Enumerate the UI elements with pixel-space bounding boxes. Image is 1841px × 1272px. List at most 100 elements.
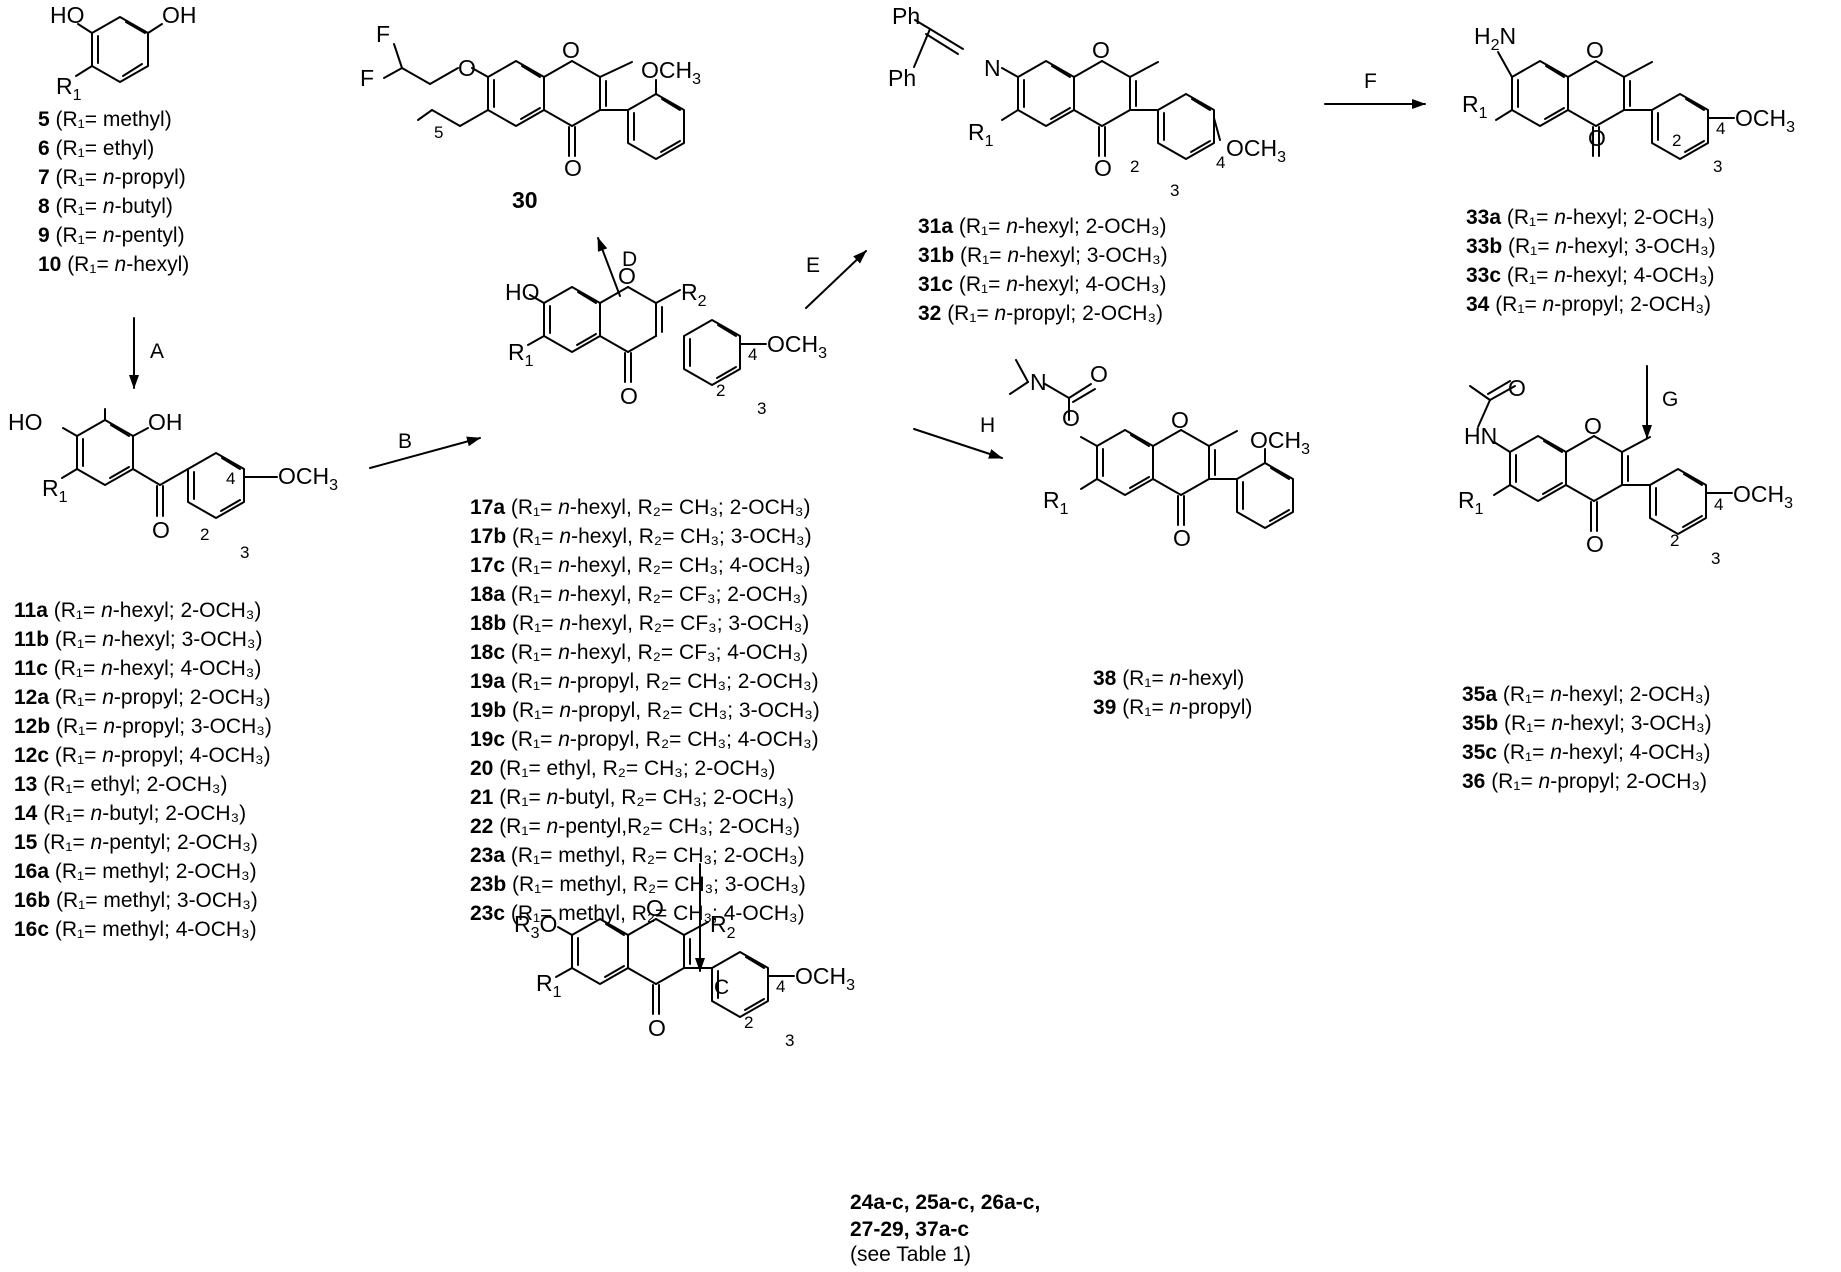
arrow-label-E: E <box>806 254 820 277</box>
atom-r1: R1 <box>42 475 68 506</box>
compound-number: 21 <box>470 786 494 809</box>
compound-entry: 14 (R₁= n-butyl; 2-OCH₃) <box>14 799 272 828</box>
atom-o: O <box>646 895 664 921</box>
compound-substituents: (R₁= n-hexyl; 2-OCH₃) <box>1497 683 1711 706</box>
atom-r1: R1 <box>508 339 534 370</box>
compound-number: 39 <box>1093 696 1117 719</box>
compound-substituents: (R₁= n-hexyl; 3-OCH₃) <box>1498 712 1712 735</box>
compound-number: 33b <box>1466 235 1503 258</box>
compound-number: 14 <box>14 802 38 825</box>
compound-entry: 23b (R₁= methyl, R₂= CH₃; 3-OCH₃) <box>470 870 820 899</box>
atom-n: N <box>984 55 1001 81</box>
compound-entry: 5 (R₁= methyl) <box>38 105 189 134</box>
arrow-label-F: F <box>1364 70 1377 93</box>
atom-hn: HN <box>1464 423 1497 449</box>
compound-number: 35a <box>1462 683 1498 706</box>
compound-entry: 33b (R₁= n-hexyl; 3-OCH₃) <box>1466 232 1716 261</box>
compound-entry: 15 (R₁= n-pentyl; 2-OCH₃) <box>14 828 272 857</box>
compound-substituents: (R₁= methyl; 2-OCH₃) <box>49 860 257 883</box>
compound-substituents: (R₁= methyl, R₂= CH₃; 3-OCH₃) <box>506 873 806 896</box>
compound-entry: 9 (R₁= n-pentyl) <box>38 221 189 250</box>
compound-substituents: (R₁= n-propyl; 3-OCH₃) <box>50 715 272 738</box>
pos-label: 2 <box>1130 157 1139 176</box>
compound-entry: 12c (R₁= n-propyl; 4-OCH₃) <box>14 741 272 770</box>
atom-och3: OCH3 <box>278 463 338 494</box>
compound-number: 35c <box>1462 741 1498 764</box>
compound-substituents: (R₁= n-propyl; 2-OCH₃) <box>1485 770 1707 793</box>
arrow-H <box>913 428 1003 459</box>
compound-list-5-10: 5 (R₁= methyl)6 (R₁= ethyl)7 (R₁= n-prop… <box>38 105 189 279</box>
atom-o: O <box>1090 361 1108 387</box>
compound-substituents: (R₁= n-hexyl) <box>1116 667 1245 690</box>
compound-substituents: (R₁= n-hexyl, R₂= CH₃; 2-OCH₃) <box>505 496 811 519</box>
pos-label: 2 <box>1672 131 1681 150</box>
pos-label: 2 <box>200 525 209 544</box>
compound-number: 9 <box>38 224 50 247</box>
pos-label: 3 <box>1713 157 1722 176</box>
atom-o: O <box>1586 531 1604 557</box>
chain-subscript: 5 <box>434 123 443 142</box>
compound-substituents: (R₁= methyl; 3-OCH₃) <box>50 889 258 912</box>
compound-number: 11c <box>14 657 48 680</box>
compound-entry: 35a (R₁= n-hexyl; 2-OCH₃) <box>1462 680 1712 709</box>
compound-list-31-32: 31a (R₁= n-hexyl; 2-OCH₃)31b (R₁= n-hexy… <box>918 212 1168 328</box>
compound-substituents: (R₁= methyl, R₂= CH₃; 2-OCH₃) <box>505 844 805 867</box>
atom-ph: Ph <box>892 3 920 29</box>
compound-entry: 7 (R₁= n-propyl) <box>38 163 189 192</box>
arrow-label-C: C <box>714 976 729 999</box>
compound-substituents: (R₁= n-propyl, R₂= CH₃; 4-OCH₃) <box>505 728 819 751</box>
compound-substituents: (R₁= ethyl, R₂= CH₃; 2-OCH₃) <box>493 757 776 780</box>
compound-number: 8 <box>38 195 50 218</box>
atom-r1: R1 <box>56 73 82 104</box>
atom-o: O <box>1584 413 1602 439</box>
compound-entry: 31a (R₁= n-hexyl; 2-OCH₃) <box>918 212 1168 241</box>
atom-h2n: H2N <box>1474 23 1516 54</box>
compound-entry: 31b (R₁= n-hexyl; 3-OCH₃) <box>918 241 1168 270</box>
compound-entry: 12a (R₁= n-propyl; 2-OCH₃) <box>14 683 272 712</box>
compound-number: 19b <box>470 699 507 722</box>
compound-substituents: (R₁= n-hexyl, R₂= CH₃; 3-OCH₃) <box>506 525 812 548</box>
compound-entry: 19b (R₁= n-propyl, R₂= CH₃; 3-OCH₃) <box>470 696 820 725</box>
compound-substituents: (R₁= n-butyl) <box>49 195 173 218</box>
compound-entry: 38 (R₁= n-hexyl) <box>1093 664 1252 693</box>
atom-r2: R2 <box>710 911 736 942</box>
compound-substituents: (R₁= n-propyl; 2-OCH₃) <box>1489 293 1711 316</box>
compound-substituents: (R₁= n-butyl, R₂= CH₃; 2-OCH₃) <box>493 786 795 809</box>
compound-substituents: (R₁= n-hexyl; 4-OCH₃) <box>953 273 1167 296</box>
atom-och3: OCH3 <box>795 963 855 994</box>
final-products-note: (see Table 1) <box>850 1243 972 1266</box>
atom-o: O <box>620 383 638 409</box>
atom-o: O <box>562 37 580 63</box>
compound-entry: 16c (R₁= methyl; 4-OCH₃) <box>14 915 272 944</box>
compound-number: 36 <box>1462 770 1486 793</box>
pos-label: 4 <box>226 469 235 488</box>
atom-o: O <box>618 263 636 289</box>
atom-r1: R1 <box>1043 487 1069 518</box>
pos-label: 2 <box>1670 531 1679 550</box>
compound-substituents: (R₁= n-hexyl; 2-OCH₃) <box>47 599 262 622</box>
compound-number: 38 <box>1093 667 1117 690</box>
structure-isoflavone-central <box>527 286 767 386</box>
compound-entry: 11c (R₁= n-hexyl; 4-OCH₃) <box>14 654 272 683</box>
atom-ph: Ph <box>888 65 916 91</box>
compound-number: 18b <box>470 612 507 635</box>
atom-och3: OCH3 <box>1735 105 1795 136</box>
compound-substituents: (R₁= n-pentyl,R₂= CH₃; 2-OCH₃) <box>493 815 800 838</box>
compound-list-17-23: 17a (R₁= n-hexyl, R₂= CH₃; 2-OCH₃)17b (R… <box>470 493 820 928</box>
compound-number: 16c <box>14 918 50 941</box>
compound-substituents: (R₁= n-pentyl; 2-OCH₃) <box>37 831 258 854</box>
compound-list-33-34: 33a (R₁= n-hexyl; 2-OCH₃)33b (R₁= n-hexy… <box>1466 203 1716 319</box>
atom-ho: HO <box>8 409 43 435</box>
atom-r1: R1 <box>536 970 562 1001</box>
compound-number: 23b <box>470 873 507 896</box>
compound-substituents: (R₁= n-hexyl; 4-OCH₃) <box>1501 264 1715 287</box>
compound-entry: 17c (R₁= n-hexyl, R₂= CH₃; 4-OCH₃) <box>470 551 820 580</box>
compound-substituents: (R₁= n-hexyl; 3-OCH₃) <box>954 244 1168 267</box>
compound-label-30: 30 <box>512 187 538 213</box>
compound-number: 16b <box>14 889 51 912</box>
compound-number: 34 <box>1466 293 1490 316</box>
compound-number: 7 <box>38 166 50 189</box>
atom-o: O <box>1094 155 1112 181</box>
atom-och3: OCH3 <box>1733 481 1793 512</box>
compound-entry: 31c (R₁= n-hexyl; 4-OCH₃) <box>918 270 1168 299</box>
